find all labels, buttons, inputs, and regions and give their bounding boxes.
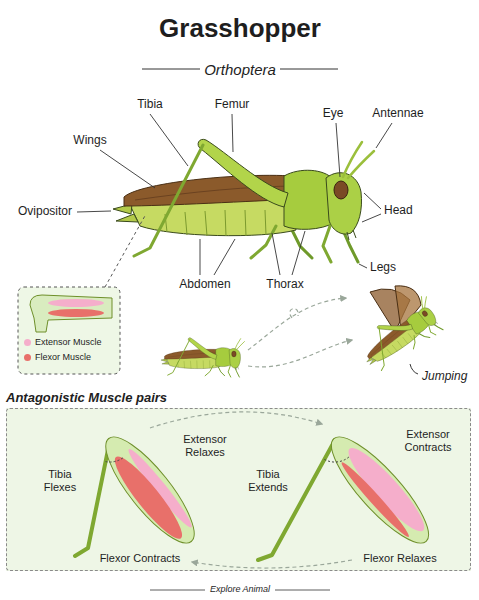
grasshopper-jumping [354,294,448,377]
joint-label: Tibia Extends [243,468,293,493]
leg-flexed-part-part [107,450,189,545]
legend-item: Extensor Muscle [24,337,102,347]
muscle-label: Extensor Relaxes [169,433,241,458]
motion-path [248,298,352,367]
legend-item: Flexor Muscle [24,352,91,362]
part-label: Tibia [137,98,163,112]
detail-inset-part [30,295,112,332]
leader-lines-part [336,123,340,177]
leader-lines-part [272,233,280,275]
title-rules-part [142,69,200,70]
grasshopper-standing [161,338,245,377]
part-label: Ovipositor [18,205,72,219]
leader-lines-part [77,211,111,212]
part-label: Wings [73,134,106,148]
part-label: Femur [215,98,250,112]
detail-inset-part [18,287,120,374]
part-label: Head [384,204,413,218]
leg-extended-part-part [341,441,432,539]
leg-flexed-part [75,440,110,556]
leader-lines-part [100,150,155,188]
watermark: Explore Animal [210,584,270,594]
legend-text: Extensor Muscle [35,337,102,347]
motion-path-part [290,309,298,318]
detail-inset-part [105,214,146,287]
leader-lines-part [232,114,233,152]
legend-swatch [24,354,31,361]
muscle-label: Extensor Contracts [392,428,464,453]
detail-inset-part [48,309,104,317]
leg-flexed-part-part [93,426,207,554]
part-label: Legs [370,261,396,275]
detail-inset-part [48,299,104,307]
jump-mark [410,364,418,374]
joint-label: Tibia Flexes [35,468,85,493]
leg-flexed-part [106,457,124,462]
leg-flexed [75,426,207,556]
subtitle: Orthoptera [204,61,276,78]
grasshopper-main [113,139,374,262]
leader-lines-part [292,231,305,275]
leader-lines-part [362,214,381,222]
part-label: Thorax [266,278,303,292]
panel-ground [6,408,471,571]
leader-lines-part [376,123,392,148]
motion-path-part [248,340,352,367]
leader-lines-part [359,264,367,268]
leader-lines [77,114,392,275]
leader-lines-part [364,193,381,209]
title-rules-part [280,69,338,70]
leader-lines-part [200,239,201,275]
cycle-arrows-part [150,412,322,428]
part-label: Antennae [372,107,423,121]
legend-swatch [24,339,31,346]
leader-lines-part [150,114,188,166]
panel-heading: Antagonistic Muscle pairs [6,390,167,405]
muscle-label: Flexor Relaxes [363,552,436,565]
footer-rules-part [150,590,205,591]
leg-extended-part [258,440,335,560]
leg-extended-part [324,456,349,462]
muscle-label: Flexor Contracts [100,552,181,565]
cycle-arrows [150,412,352,568]
leg-flexed-part [93,426,207,554]
part-label: Abdomen [179,278,230,292]
footer-rules-part [275,590,330,591]
leader-lines-part [214,239,235,275]
leg-extended-part-part [338,459,412,540]
action-label: Jumping [422,370,467,384]
detail-inset [18,214,146,374]
part-label: Eye [323,107,344,121]
title: Grasshopper [159,14,321,44]
legend-text: Flexor Muscle [35,352,91,362]
cycle-arrows-part [192,560,352,568]
motion-path-part [248,298,346,350]
